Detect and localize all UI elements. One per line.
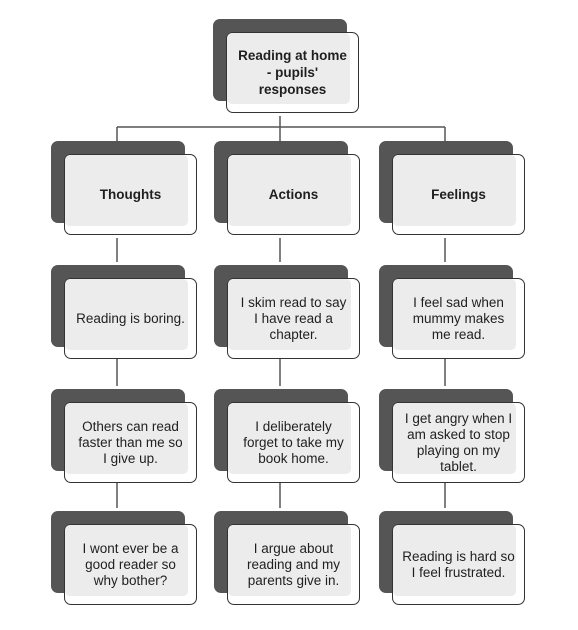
actions-item-3-line-1: I argue about [253, 540, 334, 556]
feelings-item-2-line-1: I get angry when I [404, 410, 513, 426]
feelings-item-1-line-3: me read. [431, 326, 486, 342]
header-feelings-card: Feelings [392, 154, 525, 235]
actions-item-1-label: I skim read to say I have read a chapter… [230, 279, 357, 358]
actions-item-2-label: I deliberately forget to take my book ho… [230, 403, 357, 482]
header-feelings-text: Feelings [431, 186, 486, 202]
feelings-item-1-label: I feel sad when mummy makes me read. [395, 279, 522, 358]
header-actions-label: Actions [230, 155, 357, 234]
thoughts-item-3-line-3: why bother? [93, 572, 168, 588]
header-thoughts-label: Thoughts [67, 155, 194, 234]
actions-item-1-card: I skim read to say I have read a chapter… [227, 278, 360, 359]
thoughts-item-3-line-1: I wont ever be a [82, 540, 179, 556]
feelings-item-2-label: I get angry when I am asked to stop play… [395, 403, 522, 482]
actions-item-3-line-2: reading and my [246, 556, 341, 572]
thoughts-item-2-line-3: I give up. [103, 450, 158, 466]
root-label: Reading at home - pupils' responses [229, 33, 356, 112]
actions-item-1-line-3: chapter. [269, 326, 318, 342]
header-actions-text: Actions [268, 186, 319, 202]
actions-item-3-card: I argue about reading and my parents giv… [227, 524, 360, 605]
feelings-item-1-line-2: mummy makes [412, 310, 505, 326]
feelings-item-3-label: Reading is hard so I feel frustrated. [395, 525, 522, 604]
actions-item-2-line-1: I deliberately [255, 418, 332, 434]
feelings-item-2-card: I get angry when I am asked to stop play… [392, 402, 525, 483]
thoughts-item-3-label: I wont ever be a good reader so why both… [67, 525, 194, 604]
root-line-3: responses [258, 82, 327, 97]
thoughts-item-3-line-2: good reader so [85, 556, 176, 572]
thoughts-item-1-line-1: Reading is boring. [76, 310, 185, 326]
thoughts-item-3-card: I wont ever be a good reader so why both… [64, 524, 197, 605]
root-node-card: Reading at home - pupils' responses [226, 32, 359, 113]
feelings-item-3-line-2: I feel frustrated. [411, 564, 506, 580]
actions-item-1-line-1: I skim read to say [240, 294, 347, 310]
thoughts-item-2-line-2: faster than me so [78, 434, 183, 450]
feelings-item-2-line-2: am asked to stop [407, 426, 510, 442]
feelings-item-3-line-1: Reading is hard so [402, 548, 515, 564]
thoughts-item-2-card: Others can read faster than me so I give… [64, 402, 197, 483]
feelings-item-1-card: I feel sad when mummy makes me read. [392, 278, 525, 359]
thoughts-item-1-card: Reading is boring. [64, 278, 197, 359]
header-feelings-label: Feelings [395, 155, 522, 234]
actions-item-2-line-3: book home. [258, 450, 329, 466]
feelings-item-2-line-3: playing on my [416, 442, 501, 458]
actions-item-1-line-2: I have read a [254, 310, 333, 326]
feelings-item-2-line-4: tablet. [440, 458, 477, 474]
feelings-item-1-line-1: I feel sad when [413, 294, 504, 310]
root-line-1: Reading at home [238, 48, 347, 63]
thoughts-item-2-label: Others can read faster than me so I give… [67, 403, 194, 482]
actions-item-2-line-2: forget to take my [243, 434, 344, 450]
header-thoughts-card: Thoughts [64, 154, 197, 235]
root-line-2: - pupils' [266, 65, 319, 80]
thoughts-item-1-label: Reading is boring. [67, 279, 194, 358]
header-thoughts-text: Thoughts [99, 186, 162, 202]
thoughts-item-2-line-1: Others can read [82, 418, 179, 434]
header-actions-card: Actions [227, 154, 360, 235]
actions-item-3-label: I argue about reading and my parents giv… [230, 525, 357, 604]
actions-item-3-line-3: parents give in. [247, 572, 340, 588]
feelings-item-3-card: Reading is hard so I feel frustrated. [392, 524, 525, 605]
actions-item-2-card: I deliberately forget to take my book ho… [227, 402, 360, 483]
